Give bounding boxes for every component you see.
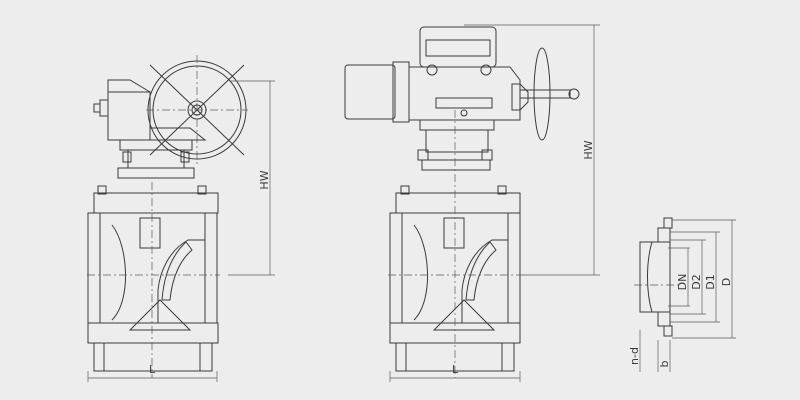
hw-label-right: HW xyxy=(582,140,595,159)
manual-gear-valve: HW L xyxy=(87,55,275,382)
actuator xyxy=(344,24,600,171)
valve-body-left xyxy=(87,182,220,378)
handwheel-icon xyxy=(146,55,248,165)
flange-detail: DN D2 D1 D n-d b xyxy=(628,217,736,372)
d-label: D xyxy=(720,278,733,286)
hw-dimension-left: HW xyxy=(228,80,275,276)
electric-actuator-valve: HW L xyxy=(344,24,600,382)
dn-label: DN xyxy=(676,274,689,291)
gearbox xyxy=(93,79,207,179)
nd-label: n-d xyxy=(628,347,641,365)
b-label: b xyxy=(658,360,671,367)
d2-label: D2 xyxy=(690,274,703,289)
l-dimension-right: L xyxy=(389,363,521,382)
hw-label-left: HW xyxy=(258,170,271,189)
d1-label: D1 xyxy=(704,274,717,289)
l-label-left: L xyxy=(149,363,156,376)
hw-dimension-right: HW xyxy=(522,25,600,276)
l-label-right: L xyxy=(452,363,459,376)
l-dimension-left: L xyxy=(87,363,218,382)
valve-body-middle xyxy=(388,110,522,378)
